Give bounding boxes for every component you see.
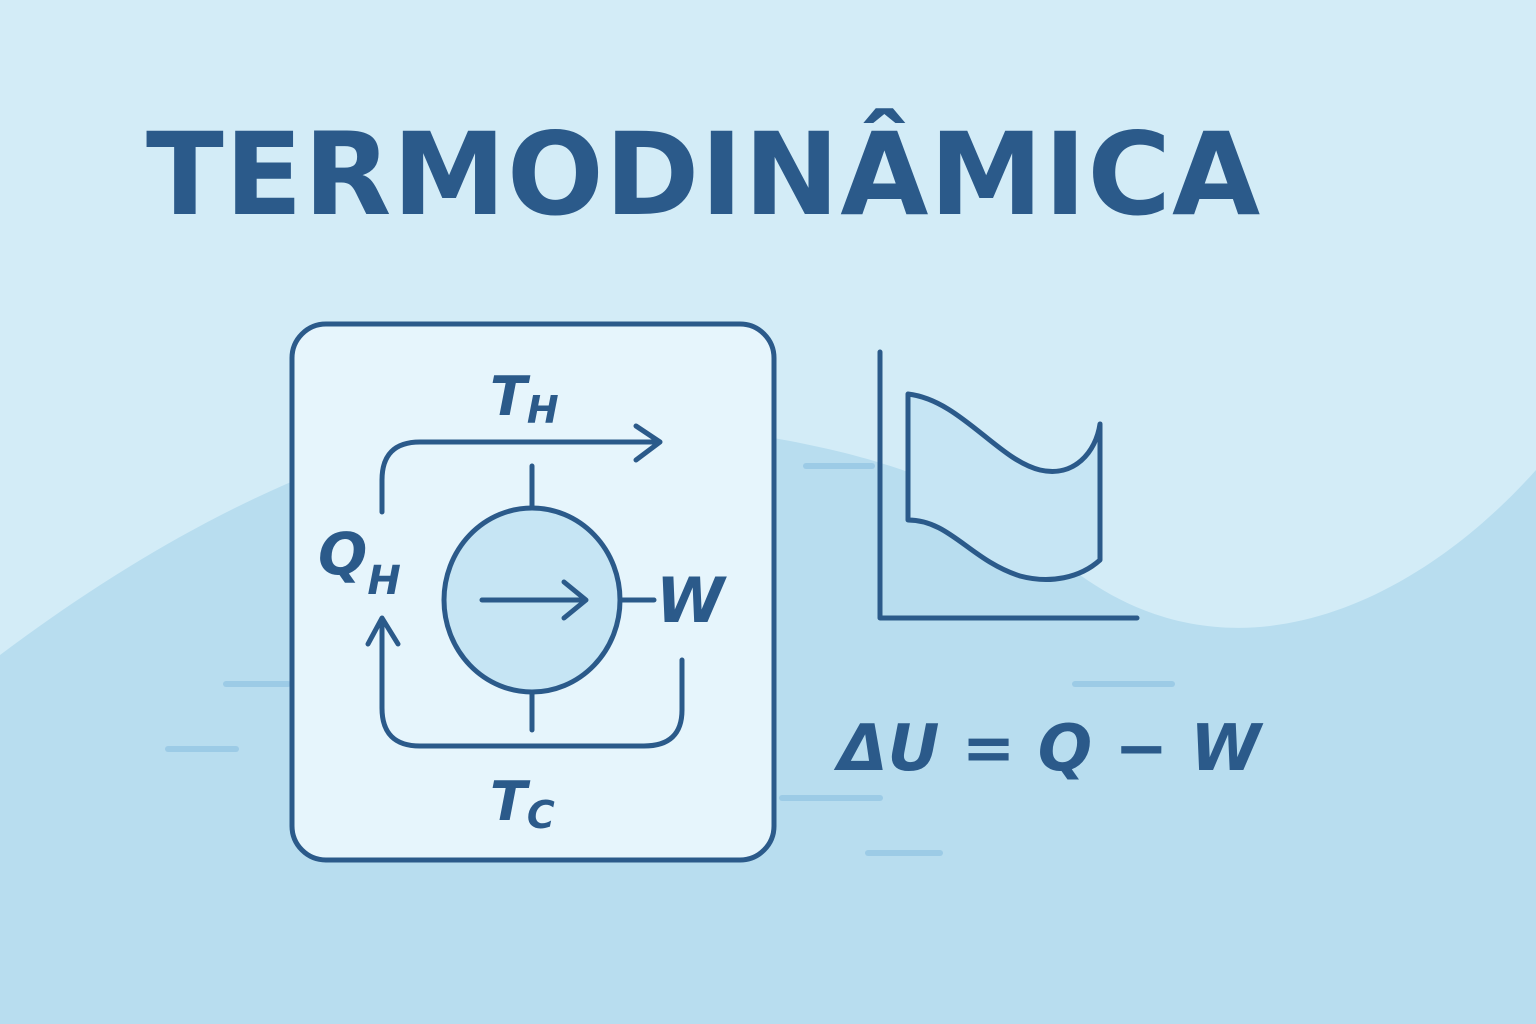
heat-flow-top-arrow (379, 439, 661, 515)
hot-reservoir-label: TH (490, 365, 559, 432)
first-law-formula: ΔU = Q − W (833, 712, 1264, 786)
page-title: TERMODINÂMICA (146, 108, 1262, 241)
heat-flow-bottom-arrow (379, 619, 685, 749)
decorative-dashes (165, 463, 1175, 856)
arrowhead-right-icon (633, 423, 663, 463)
engine-arrowhead-icon (561, 579, 589, 621)
arrowhead-up-icon (365, 615, 401, 647)
work-label: W (656, 564, 727, 637)
heat-in-label: QH (318, 520, 401, 604)
cold-reservoir-label: TC (490, 770, 555, 837)
plot-cycle-area (905, 391, 1103, 582)
plot-axes (877, 349, 1140, 621)
pv-diagram (877, 349, 1140, 621)
